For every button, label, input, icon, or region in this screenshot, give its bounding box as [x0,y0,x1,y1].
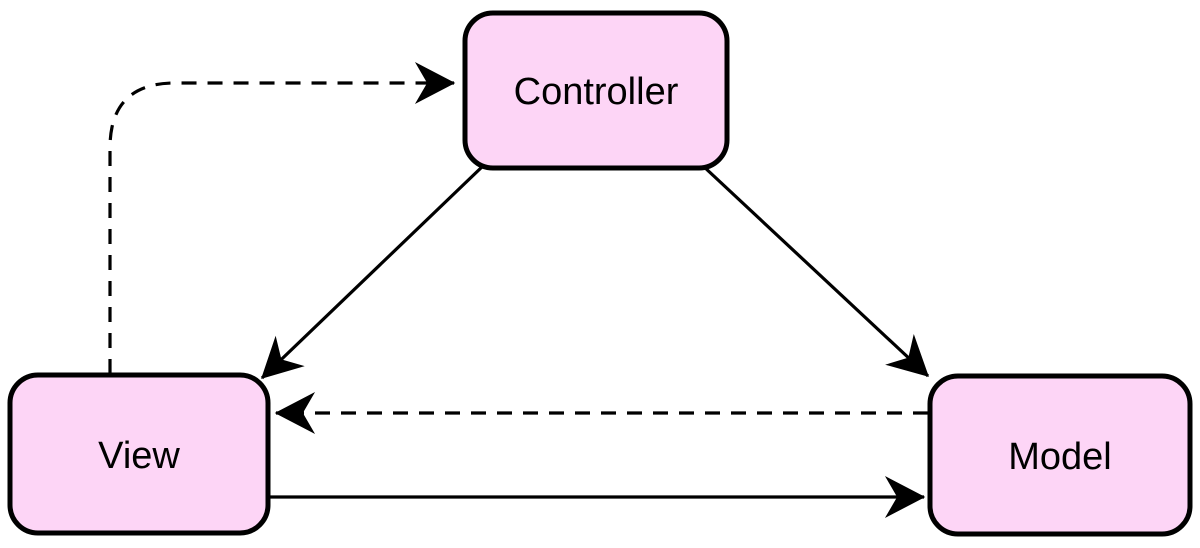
controller-label: Controller [514,71,679,113]
node-controller: Controller [462,10,730,171]
node-model: Model [927,373,1193,537]
edge-controller-to-view-solid [260,163,486,380]
model-label: Model [1008,436,1112,478]
edge-controller-to-model-solid [700,163,930,378]
edge-view-to-controller-dashed [108,62,456,374]
node-view: View [7,372,271,536]
view-label: View [98,435,180,477]
controller-box [462,10,730,171]
model-box [927,373,1193,537]
view-box [7,372,271,536]
